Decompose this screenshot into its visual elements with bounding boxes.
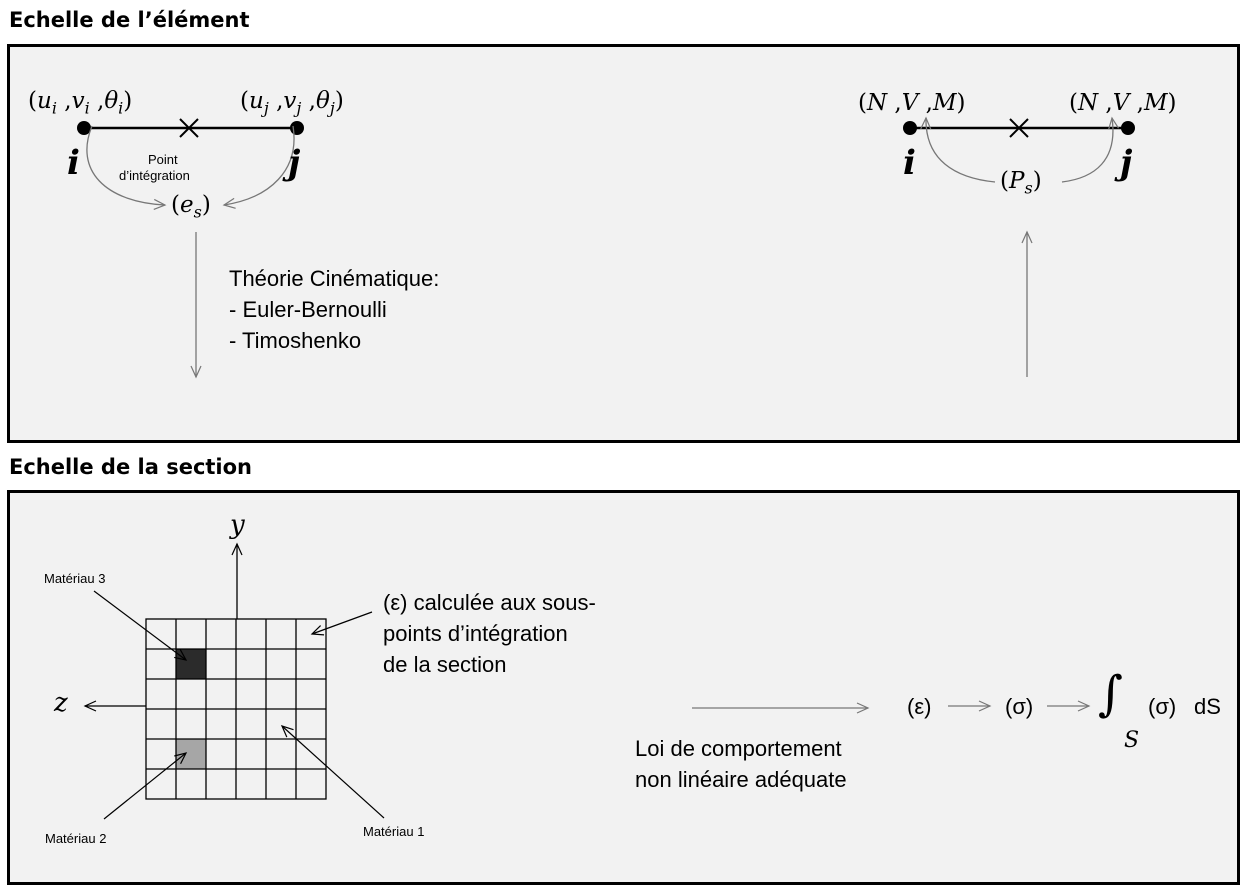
- left-node-j-label: j: [288, 143, 301, 183]
- formula-integral-domain: S: [1124, 728, 1140, 753]
- right-node-i-label: i: [903, 143, 916, 183]
- y-axis-label: y: [230, 510, 245, 540]
- material-2-cell: [176, 739, 206, 769]
- right-arc-to-i: [920, 116, 996, 183]
- element-scale-panel: [7, 44, 1240, 443]
- theory-item-timoshenko: - Timoshenko: [229, 328, 362, 353]
- formula-integral-sign: ∫: [1098, 666, 1124, 722]
- strain-vector-label: (es): [171, 192, 211, 222]
- material-1-leader: [280, 725, 385, 819]
- formula-integrand: (σ): [1148, 694, 1177, 719]
- forces-j-label: (N ,V ,M): [1069, 90, 1177, 116]
- material-3-cell: [176, 649, 206, 679]
- element-scale-title: Echelle de l’élément: [9, 8, 250, 32]
- forces-i-label: (N ,V ,M): [858, 90, 966, 116]
- kinematic-theory-text: Théorie Cinématique: - Euler-Bernoulli -…: [229, 263, 439, 356]
- formula-ds: dS: [1194, 694, 1221, 719]
- dof-i-label: (ui ,vi ,θi): [28, 88, 133, 118]
- left-arc-from-i: [86, 125, 167, 210]
- z-axis-label: z: [54, 688, 68, 718]
- kinematic-theory-title: Théorie Cinématique:: [229, 266, 440, 291]
- section-grid: [145, 618, 327, 800]
- material-1-label: Matériau 1: [363, 824, 425, 839]
- left-integration-point-cross: [179, 118, 199, 138]
- section-scale-panel: [7, 490, 1240, 885]
- formula-strain: (ε): [907, 694, 932, 719]
- right-arc-to-j: [1061, 116, 1120, 183]
- formula-stress: (σ): [1005, 694, 1034, 719]
- section-scale-title: Echelle de la section: [9, 455, 253, 479]
- material-2-leader: [103, 752, 188, 820]
- dof-j-label: (uj ,vj ,θj): [240, 88, 344, 118]
- theory-item-euler-bernoulli: - Euler-Bernoulli: [229, 297, 387, 322]
- left-node-j-dot: [290, 121, 304, 135]
- left-beam-element: [77, 118, 304, 379]
- stress-vector-label: (Ps): [1000, 168, 1042, 198]
- integration-point-label: Point d’intégration: [119, 152, 190, 183]
- material-3-label: Matériau 3: [44, 571, 106, 586]
- left-arc-from-j: [222, 125, 295, 209]
- behaviour-law-text: Loi de comportement non linéaire adéquat…: [635, 736, 847, 792]
- right-node-i-dot: [903, 121, 917, 135]
- left-node-i-label: i: [67, 143, 80, 183]
- subpoints-note: (ε) calculée aux sous- points d’intégrat…: [383, 590, 596, 677]
- right-beam-element: [903, 116, 1135, 377]
- material-3-leader: [93, 590, 188, 661]
- right-node-j-dot: [1121, 121, 1135, 135]
- material-2-label: Matériau 2: [45, 831, 107, 846]
- left-node-i-dot: [77, 121, 91, 135]
- subpoint-leader: [310, 611, 373, 636]
- right-integration-point-cross: [1009, 118, 1029, 138]
- right-node-j-label: j: [1120, 143, 1133, 183]
